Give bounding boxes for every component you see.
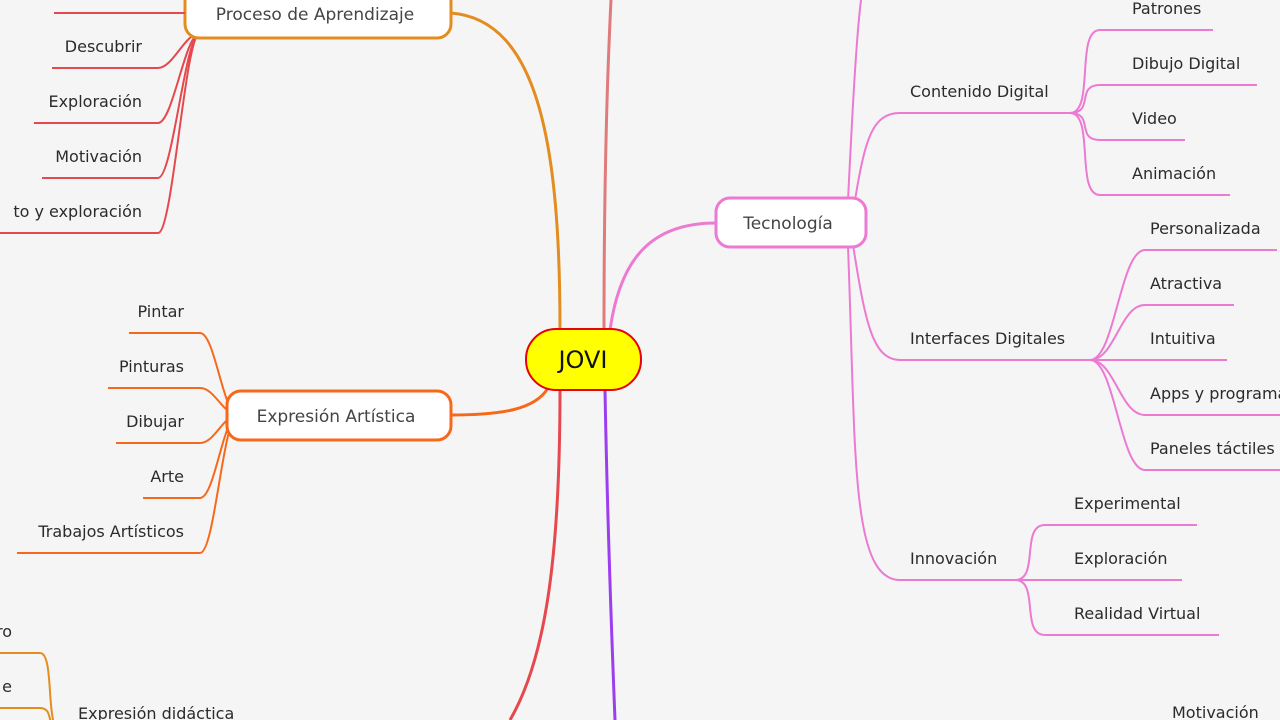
- connector-bottom-purple: [603, 389, 617, 720]
- connector-artistica: [450, 387, 550, 417]
- connector-line: [0, 707, 52, 720]
- subtopic-label[interactable]: Personalizada: [1150, 219, 1261, 238]
- subtopic-label[interactable]: Patrones: [1132, 0, 1201, 18]
- connector-line: [1014, 524, 1197, 581]
- subtopic-label[interactable]: e: [2, 677, 12, 696]
- connector-line: [108, 387, 239, 416]
- connector-line: [1069, 112, 1185, 141]
- subtopic-label[interactable]: Atractiva: [1150, 274, 1222, 293]
- connector-interfaces: [852, 244, 1090, 361]
- connector-bottom-red: [508, 389, 562, 720]
- connector-line: [1089, 359, 1280, 416]
- topic-label: Tecnología: [742, 214, 833, 234]
- topic-proceso-de-aprendizaje[interactable]: Proceso de Aprendizaje: [183, 0, 453, 40]
- subtopic-label[interactable]: Exploración: [48, 92, 142, 111]
- subtopic-label[interactable]: Video: [1132, 109, 1177, 128]
- subtopic-label[interactable]: Arte: [150, 467, 184, 486]
- connector-top-branch: [602, 0, 613, 331]
- topic-expresion-artistica[interactable]: Expresión Artística: [225, 389, 453, 442]
- connector-line: [0, 32, 201, 234]
- subtopic-label[interactable]: Dibujo Digital: [1132, 54, 1240, 73]
- connector-line: [1089, 359, 1280, 471]
- connector-proceso: [450, 11, 562, 331]
- subtopic-label[interactable]: Animación: [1132, 164, 1216, 183]
- subtopic-label[interactable]: Trabajos Artísticos: [37, 522, 184, 541]
- subtopic-expresion-didactica[interactable]: Expresión didáctica: [78, 704, 234, 720]
- subtopic-label[interactable]: Exploración: [1074, 549, 1168, 568]
- subtopic-label[interactable]: Realidad Virtual: [1074, 604, 1200, 623]
- connector-line: [1069, 29, 1213, 114]
- subtopic-label[interactable]: Descubrir: [65, 37, 143, 56]
- connector-tecnologia: [608, 221, 717, 331]
- topic-label: Expresión Artística: [257, 407, 416, 427]
- root-topic-jovi[interactable]: JOVI: [525, 328, 642, 391]
- subtopic-motivacion[interactable]: Motivación: [1172, 703, 1259, 720]
- subtopic-contenido-digital[interactable]: Contenido Digital: [910, 82, 1049, 101]
- root-label: JOVI: [556, 346, 607, 374]
- subtopic-innovacion[interactable]: Innovación: [910, 549, 997, 568]
- subtopic-label[interactable]: ro: [0, 622, 12, 641]
- connector-tec-top: [847, 0, 862, 201]
- subtopic-label[interactable]: Motivación: [55, 147, 142, 166]
- topic-label: Proceso de Aprendizaje: [216, 5, 414, 25]
- subtopic-label[interactable]: Pinturas: [119, 357, 184, 376]
- connector-line: [0, 652, 55, 720]
- subtopic-label[interactable]: Dibujar: [126, 412, 184, 431]
- connector-contenido: [854, 112, 1070, 201]
- subtopic-label[interactable]: Apps y programas: [1150, 384, 1280, 403]
- connector-line: [1014, 579, 1219, 636]
- subtopic-label[interactable]: to y exploración: [13, 202, 142, 221]
- connector-line: [1089, 249, 1277, 361]
- connector-line: [1069, 84, 1257, 114]
- subtopic-label[interactable]: Experimental: [1074, 494, 1181, 513]
- topic-tecnologia[interactable]: Tecnología: [714, 196, 868, 249]
- subtopic-label[interactable]: Intuitiva: [1150, 329, 1216, 348]
- connector-line: [1069, 112, 1230, 196]
- connector-line: [1089, 304, 1234, 361]
- subtopic-label[interactable]: Paneles táctiles: [1150, 439, 1275, 458]
- subtopic-interfaces-digitales[interactable]: Interfaces Digitales: [910, 329, 1065, 348]
- connector-innovacion: [847, 246, 1015, 581]
- subtopic-label[interactable]: Pintar: [137, 302, 184, 321]
